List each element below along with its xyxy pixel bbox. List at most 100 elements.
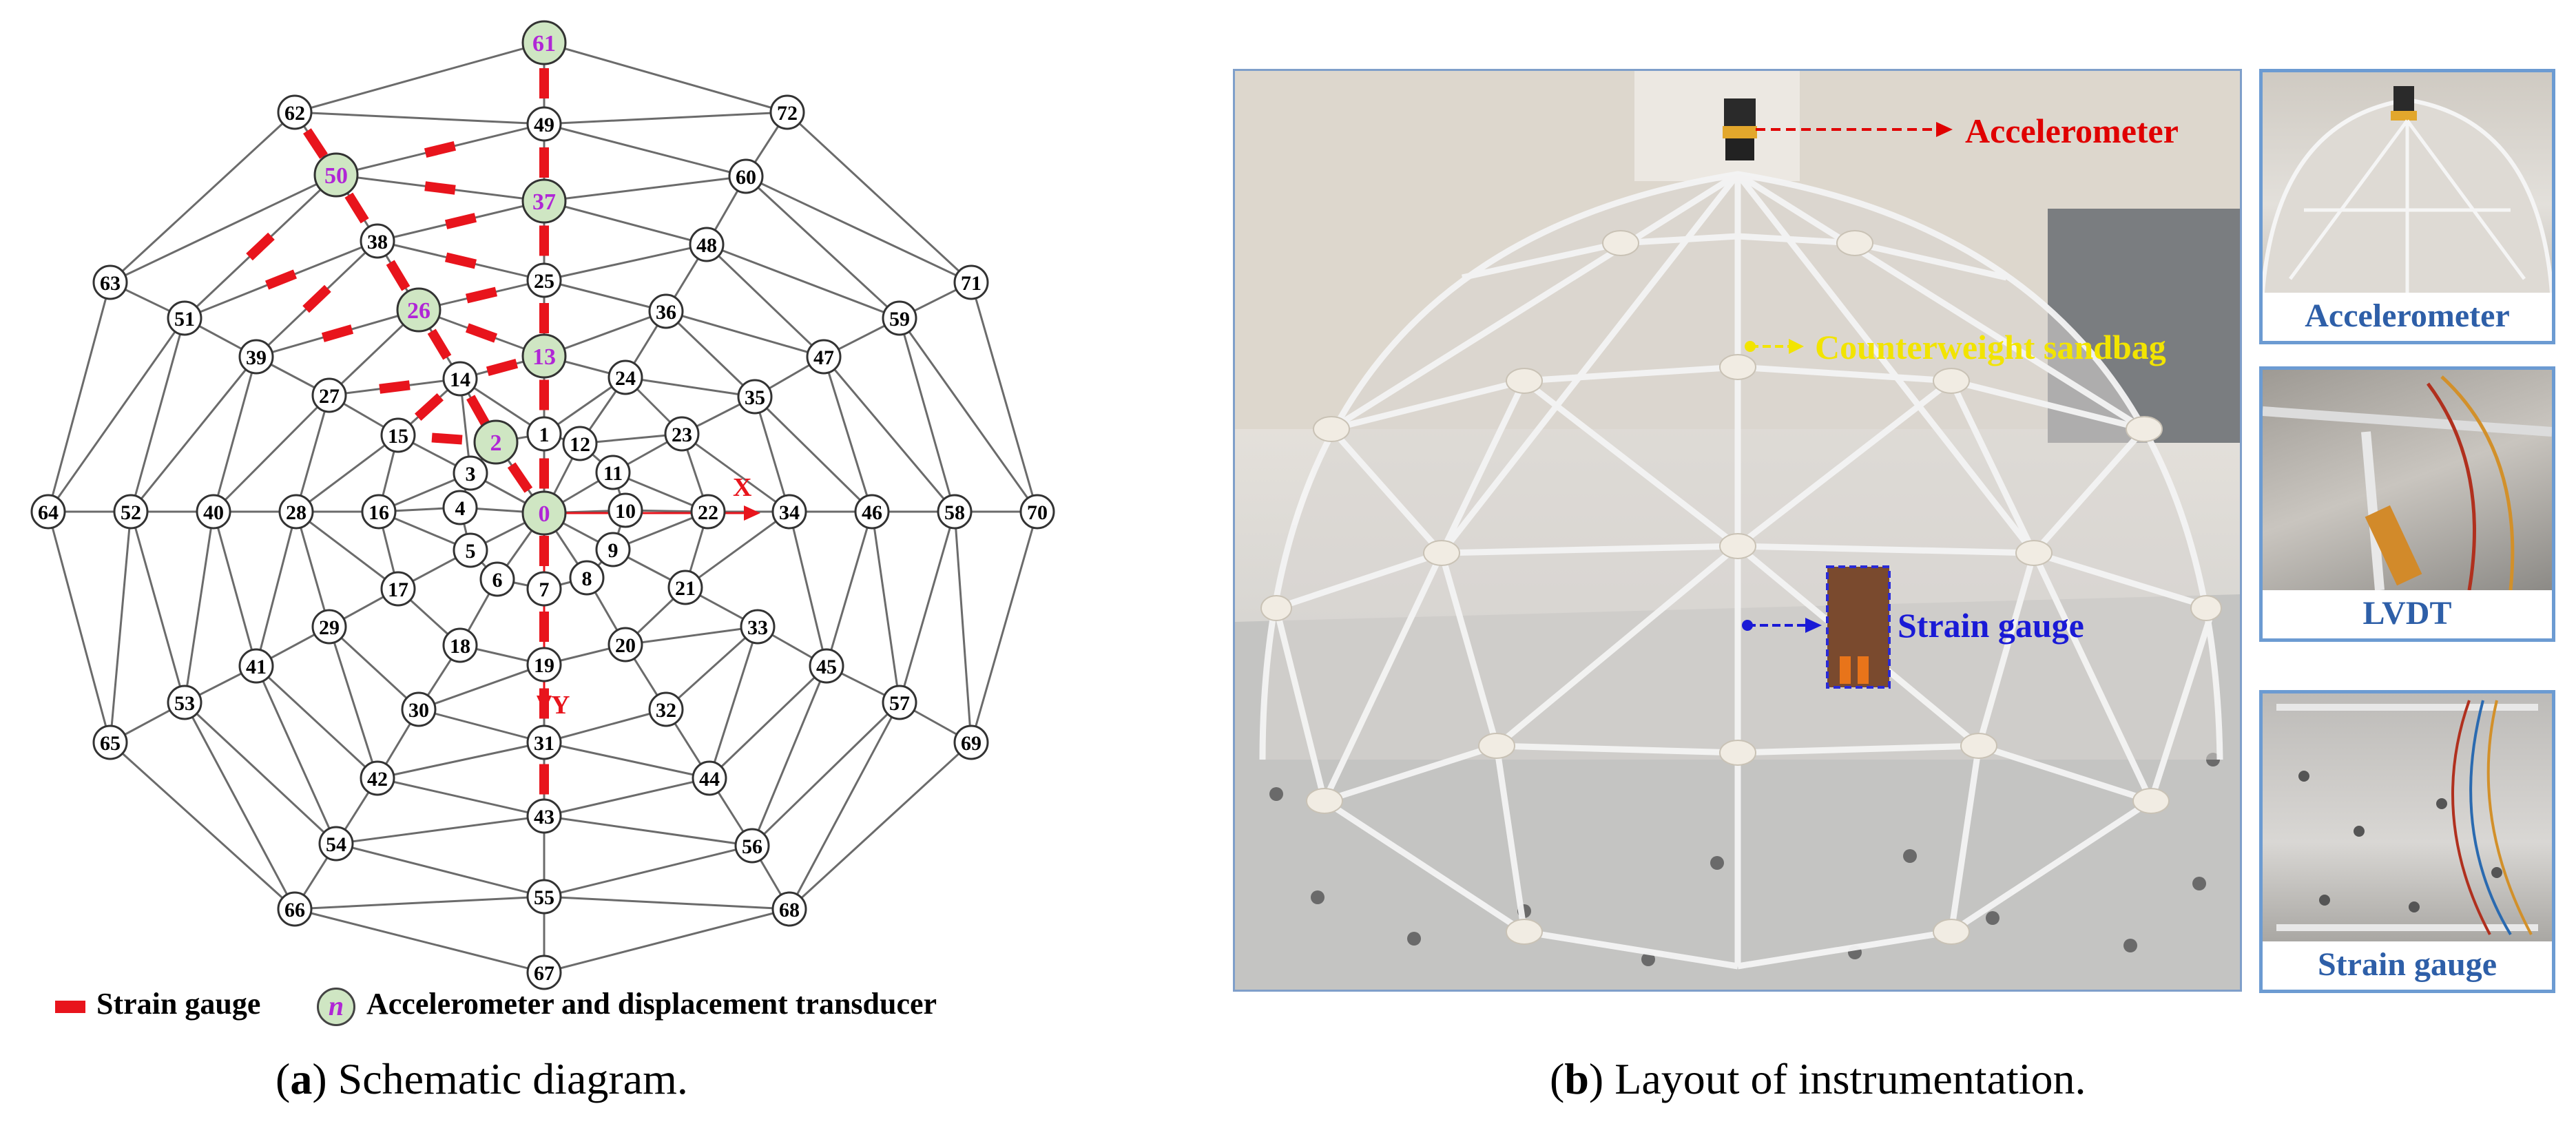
node-label: 30 [408,699,429,722]
member-54-55 [335,842,545,898]
node-marker [311,377,347,413]
node-label: 3 [466,463,476,486]
node-label: 7 [539,578,550,601]
member-39-40 [212,356,258,512]
member-34-45 [788,511,828,667]
node-54: 54 [318,826,354,862]
node-33: 33 [740,609,776,645]
node-marker [526,106,562,142]
node-label: 42 [367,768,388,791]
strain-gauge-14-27 [379,380,411,394]
node-17: 17 [380,571,416,607]
member-46-57 [871,511,901,703]
node-marker [442,490,478,525]
node-marker [771,891,807,927]
member-40-41 [212,511,258,667]
node-label: 19 [534,654,554,677]
node-61: 61 [521,20,567,65]
member-43-56 [543,815,753,847]
node-label: 4 [455,497,466,520]
inset-lvdt-label: LVDT [2362,595,2452,632]
node-2: 2 [473,419,519,465]
member-59-58 [898,317,956,512]
member-31-32 [543,708,667,744]
node-52: 52 [113,494,149,530]
y-axis-label: Y [551,691,570,720]
node-marker [937,494,973,530]
node-marker [401,691,437,727]
node-marker [278,494,314,530]
node-label: 38 [367,231,388,253]
accelerometer-label: Accelerometer [1965,112,2179,150]
member-58-57 [898,511,956,703]
member-37-48 [543,200,707,246]
caption-a-letter: a [290,1054,313,1103]
member-61-72 [543,41,788,114]
node-31: 31 [526,724,562,760]
node-label: 53 [174,692,195,715]
node-49: 49 [526,106,562,142]
node-28: 28 [278,494,314,530]
node-marker [318,826,354,862]
member-53-66 [183,702,296,910]
x-axis-arrowhead [744,505,760,521]
member-55-68 [543,895,790,910]
accelerometer-node-marker [473,419,519,465]
node-35: 35 [737,379,773,415]
member-68-67 [543,908,790,974]
node-marker [442,627,478,663]
member-17-28 [295,510,399,590]
member-57-56 [751,701,901,847]
node-label: 60 [736,166,756,189]
node-67: 67 [526,955,562,990]
strain-gauge-62-50 [303,128,328,159]
node-label: 39 [246,346,267,369]
node-marker [648,293,684,329]
strain-gauge-50-38 [344,192,369,224]
node-69: 69 [953,724,989,760]
inset-lvdt-photo [2263,370,2552,591]
node-marker [526,879,562,915]
member-52-53 [129,511,186,703]
caption-a: (a) Schematic diagram. [276,1054,688,1103]
strain-gauge-38-26 [386,260,411,291]
node-34: 34 [771,494,807,530]
node-0: 0 [521,490,567,536]
node-marker [607,492,643,528]
node-label: 51 [174,308,195,331]
node-label: 32 [656,699,676,722]
node-marker [479,561,515,597]
node-label: 68 [779,899,800,921]
member-61-62 [294,41,545,114]
member-47-58 [822,356,956,512]
node-label: 58 [944,501,965,524]
member-28-29 [295,511,331,627]
strain-gauge-51-38 [264,269,298,290]
accelerometer-node-marker [313,152,359,198]
accelerometer-device [1723,98,1757,160]
strain-gauge-39-38 [302,284,331,313]
accelerometer-node-marker [521,490,567,536]
node-marker [526,955,562,990]
node-marker [648,691,684,727]
node-label: 17 [388,578,408,601]
node-42: 42 [360,760,395,796]
dome-photo: Accelerometer Counterweight sandbag Stra… [1233,69,2242,992]
node-label: 12 [570,433,590,456]
node-label: 67 [534,962,554,985]
node-marker [526,262,562,298]
node-label: 63 [100,272,121,295]
strain-gauge-14-15 [415,393,444,421]
node-marker [806,339,842,375]
member-57-68 [788,702,901,910]
node-label: 31 [534,732,554,755]
node-marker [526,647,562,682]
node-57: 57 [882,685,917,720]
node-9: 9 [595,532,631,567]
caption-a-text: Schematic diagram. [326,1054,688,1103]
node-marker [380,571,416,607]
node-marker [453,532,488,568]
node-4: 4 [442,490,478,525]
